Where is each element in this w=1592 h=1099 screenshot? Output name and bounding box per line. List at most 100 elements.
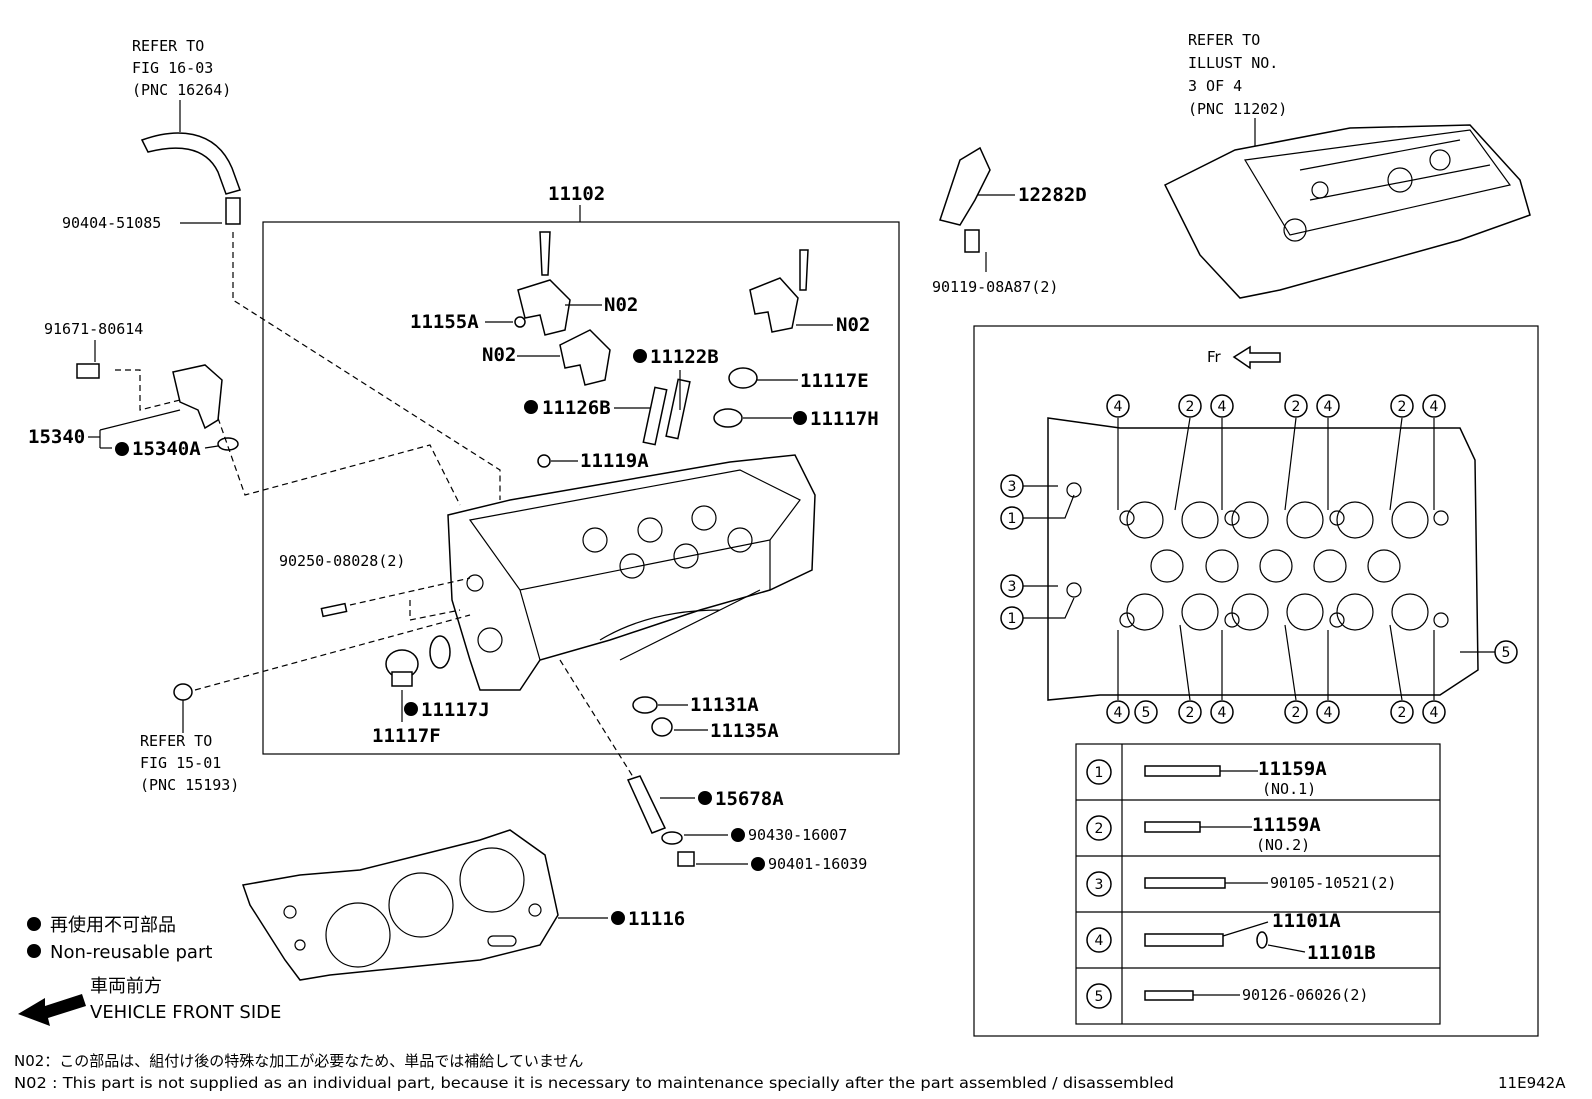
svg-text:4: 4 xyxy=(1218,399,1227,415)
svg-text:11117F: 11117F xyxy=(372,725,441,747)
svg-text:12282D: 12282D xyxy=(1018,184,1087,206)
svg-text:4: 4 xyxy=(1114,705,1123,721)
svg-text:91671-80614: 91671-80614 xyxy=(44,320,143,338)
bolt-row-1: 1 11159A (NO.1) xyxy=(1086,758,1327,798)
svg-text:90250-08028(2): 90250-08028(2) xyxy=(279,552,405,570)
svg-text:2: 2 xyxy=(1398,399,1407,415)
pipe-15678a xyxy=(626,775,667,834)
svg-text:11126B: 11126B xyxy=(542,397,611,419)
svg-text:3 OF 4: 3 OF 4 xyxy=(1188,77,1242,95)
svg-text:90126-06026(2): 90126-06026(2) xyxy=(1242,986,1368,1004)
svg-text:4: 4 xyxy=(1218,705,1227,721)
label-90250: 90250-08028(2) xyxy=(279,552,405,570)
svg-text:5: 5 xyxy=(1095,989,1104,1005)
svg-text:11135A: 11135A xyxy=(710,720,779,742)
svg-text:11117J: 11117J xyxy=(421,699,490,721)
bearing-caps xyxy=(514,231,809,386)
dowel-11122b xyxy=(665,378,691,440)
o-ring-15340a xyxy=(217,437,239,451)
label-11126b: 11126B xyxy=(524,397,650,419)
label-90430: 90430-16007 xyxy=(684,826,847,844)
svg-text:Non-reusable part: Non-reusable part xyxy=(50,942,212,963)
label-11116: 11116 xyxy=(558,908,685,930)
bolt-row-3: 3 90105-10521(2) xyxy=(1086,871,1396,897)
bolt-90119 xyxy=(964,229,980,253)
svg-text:FIG 16-03: FIG 16-03 xyxy=(132,59,213,77)
svg-text:5: 5 xyxy=(1142,705,1151,721)
svg-text:(PNC 16264): (PNC 16264) xyxy=(132,81,231,99)
cylinder-head xyxy=(447,454,816,691)
label-11122b: 11122B xyxy=(633,346,719,410)
svg-text:11159A: 11159A xyxy=(1258,758,1327,780)
front-arrow-icon xyxy=(18,994,86,1026)
ref-fig-16-03: REFER TO FIG 16-03 (PNC 16264) xyxy=(132,37,231,132)
svg-text:3: 3 xyxy=(1008,579,1017,595)
svg-text:FIG 15-01: FIG 15-01 xyxy=(140,754,221,772)
svg-text:11119A: 11119A xyxy=(580,450,649,472)
svg-text:1: 1 xyxy=(1095,765,1104,781)
svg-text:1: 1 xyxy=(1008,611,1017,627)
svg-text:2: 2 xyxy=(1186,705,1195,721)
bolt-row-5: 5 90126-06026(2) xyxy=(1086,983,1368,1009)
label-11117f: 11117F xyxy=(372,690,441,747)
svg-text:2: 2 xyxy=(1186,399,1195,415)
svg-text:4: 4 xyxy=(1324,705,1333,721)
gasket-11117h xyxy=(713,408,743,428)
svg-text:2: 2 xyxy=(1095,821,1104,837)
svg-text:11159A: 11159A xyxy=(1252,814,1321,836)
label-n02-c: N02 xyxy=(796,314,870,336)
ring-11135a xyxy=(651,717,673,737)
label-n02-b: N02 xyxy=(482,344,560,366)
pin-90250 xyxy=(320,602,348,618)
svg-text:90404-51085: 90404-51085 xyxy=(62,214,161,232)
svg-text:15678A: 15678A xyxy=(715,788,784,810)
label-11155a: 11155A xyxy=(410,311,513,333)
diagram-id: 11E942A xyxy=(1498,1074,1566,1092)
plug-15193 xyxy=(173,683,193,701)
svg-text:VEHICLE FRONT SIDE: VEHICLE FRONT SIDE xyxy=(90,1002,281,1023)
assembly-box-11102 xyxy=(262,221,900,755)
bolt-row-4: 4 11101A 11101B xyxy=(1086,910,1376,964)
svg-text:ILLUST NO.: ILLUST NO. xyxy=(1188,54,1278,72)
ref-illust-3-of-4: REFER TO ILLUST NO. 3 OF 4 (PNC 11202) xyxy=(1188,31,1287,150)
bracket-12282d xyxy=(939,146,991,226)
label-11102: 11102 xyxy=(548,183,605,222)
bolt-91671 xyxy=(76,363,100,379)
gasket-90430 xyxy=(661,831,683,845)
svg-text:(PNC 11202): (PNC 11202) xyxy=(1188,100,1287,118)
svg-text:REFER TO: REFER TO xyxy=(132,37,204,55)
svg-text:4: 4 xyxy=(1324,399,1333,415)
svg-text:2: 2 xyxy=(1292,399,1301,415)
label-11119a: 11119A xyxy=(551,450,649,472)
svg-text:(PNC 15193): (PNC 15193) xyxy=(140,776,239,794)
svg-text:N02: N02 xyxy=(482,344,516,366)
dowel-11126b xyxy=(642,386,668,446)
plug-11117e xyxy=(728,367,758,389)
svg-text:90430-16007: 90430-16007 xyxy=(748,826,847,844)
svg-text:15340A: 15340A xyxy=(132,438,201,460)
svg-text:車両前方: 車両前方 xyxy=(90,976,162,997)
svg-text:3: 3 xyxy=(1095,877,1104,893)
bolt-callouts: 4 2 4 2 4 2 4 3 1 3 1 5 4 5 2 4 2 4 2 4 xyxy=(1000,394,1518,724)
svg-text:2: 2 xyxy=(1398,705,1407,721)
front-indicator: Fr xyxy=(1207,345,1281,370)
union-fitting xyxy=(225,197,241,225)
label-91671-80614: 91671-80614 xyxy=(44,320,143,362)
svg-text:90105-10521(2): 90105-10521(2) xyxy=(1270,874,1396,892)
svg-text:11102: 11102 xyxy=(548,183,605,205)
svg-text:N02: N02 xyxy=(604,294,638,316)
svg-text:11101B: 11101B xyxy=(1307,942,1376,964)
svg-text:11116: 11116 xyxy=(628,908,685,930)
label-11117h: 11117H xyxy=(743,408,879,430)
svg-text:REFER TO: REFER TO xyxy=(140,732,212,750)
note-en: N02 : This part is not supplied as an in… xyxy=(14,1074,1174,1092)
bolt-table: 1 11159A (NO.1) 2 11159A (NO.2) 3 90105-… xyxy=(1075,743,1441,1025)
label-90401: 90401-16039 xyxy=(696,855,867,873)
svg-text:4: 4 xyxy=(1095,933,1104,949)
svg-text:(NO.1): (NO.1) xyxy=(1262,780,1316,798)
plug-11131a xyxy=(632,696,658,714)
svg-text:5: 5 xyxy=(1502,645,1511,661)
ref-fig-15-01: REFER TO FIG 15-01 (PNC 15193) xyxy=(140,700,239,794)
cylinder-head-cover xyxy=(1163,124,1531,299)
